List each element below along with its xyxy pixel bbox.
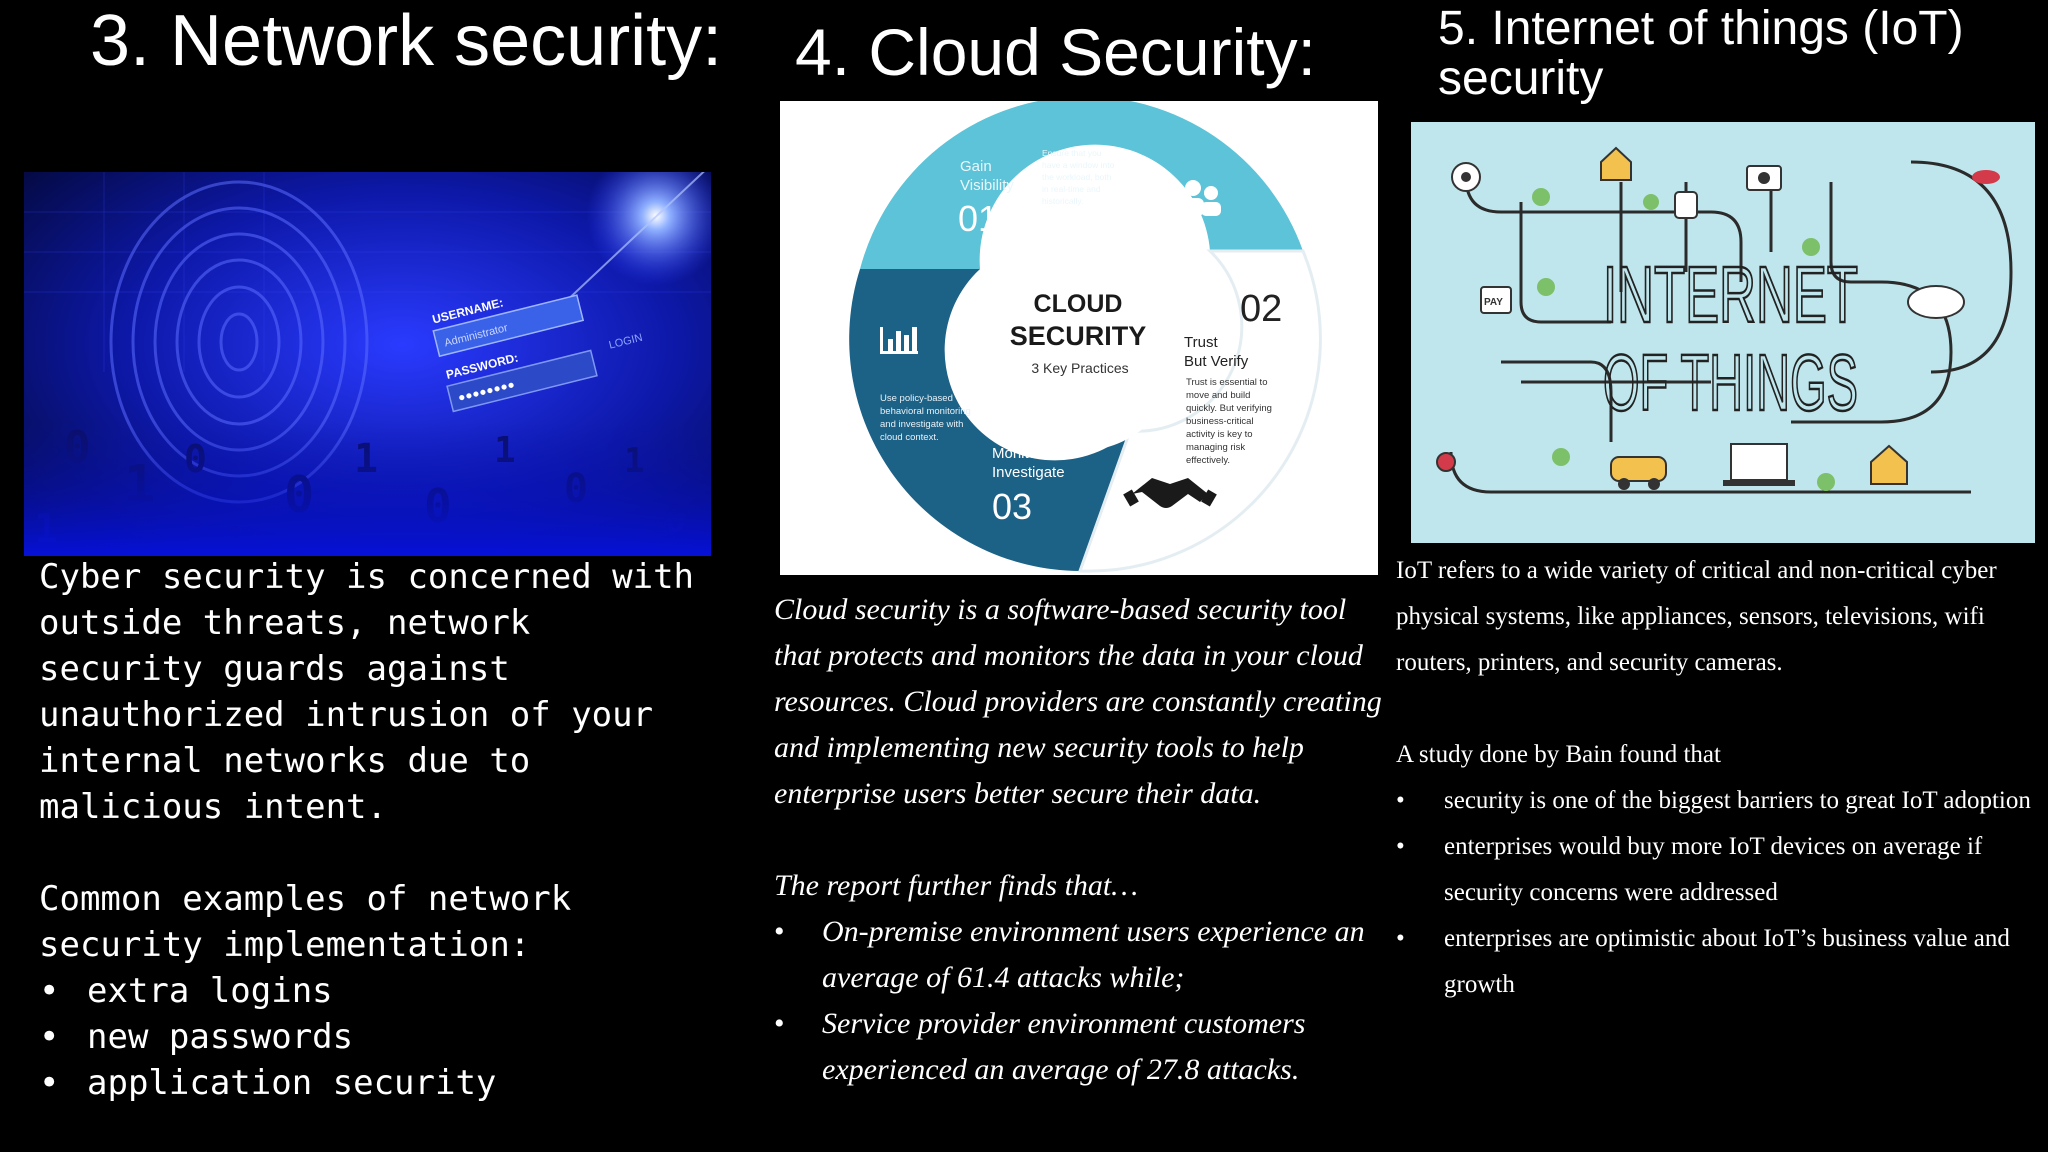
people-icon xyxy=(1165,180,1221,216)
s3-number: 03 xyxy=(992,486,1032,527)
list-item: application security xyxy=(39,1060,699,1106)
lips-icon xyxy=(1972,170,2000,184)
iot-list: security is one of the biggest barriers … xyxy=(1396,778,2044,1008)
cloud-center-title-1: CLOUD xyxy=(1034,290,1123,318)
s1-desc: have a window into xyxy=(1042,160,1115,170)
s1-number: 01 xyxy=(958,198,998,239)
list-item: enterprises would buy more IoT devices o… xyxy=(1396,824,2044,916)
s1-label-1: Gain xyxy=(960,158,992,175)
handshake-icon xyxy=(1123,478,1217,508)
cloud-icon xyxy=(1907,285,1965,319)
list-item: security is one of the biggest barriers … xyxy=(1396,778,2044,824)
iot-security-text: IoT refers to a wide variety of critical… xyxy=(1396,548,2044,1008)
s3-desc: and investigate with xyxy=(880,419,963,430)
list-item: On-premise environment users experience … xyxy=(774,909,1384,1001)
location-pin-icon xyxy=(1436,452,1456,472)
s1-desc: historically. xyxy=(1042,196,1083,206)
car-icon xyxy=(1610,456,1667,490)
s2-desc: business-critical xyxy=(1186,416,1254,427)
s1-label-2: Visibility xyxy=(960,177,1014,194)
s2-desc: managing risk xyxy=(1186,442,1245,453)
bar-chart-icon xyxy=(880,327,918,354)
house-icon xyxy=(1870,444,1908,485)
s2-label-2: But Verify xyxy=(1184,353,1249,370)
s2-number: 02 xyxy=(1240,288,1282,330)
cloud-security-title: 4. Cloud Security: xyxy=(795,15,1316,89)
cloud-paragraph: Cloud security is a software-based secur… xyxy=(774,593,1382,810)
network-security-image: USERNAME: Administrator PASSWORD: ●●●●●●… xyxy=(24,172,711,556)
list-item: extra logins xyxy=(39,968,699,1014)
list-item: enterprises are optimistic about IoT’s b… xyxy=(1396,916,2044,1008)
s2-label-1: Trust xyxy=(1184,334,1218,351)
s3-label-2: Investigate xyxy=(992,464,1065,481)
network-list: extra logins new passwords application s… xyxy=(39,968,699,1106)
iot-list-intro: A study done by Bain found that xyxy=(1396,741,1721,768)
list-item: new passwords xyxy=(39,1014,699,1060)
iot-image-line1: INTERNET xyxy=(1603,250,1858,339)
house-icon xyxy=(1600,146,1632,181)
watch-icon xyxy=(1674,191,1698,219)
s2-desc: activity is key to xyxy=(1186,429,1253,440)
cloud-center-subtitle: 3 Key Practices xyxy=(1031,360,1128,376)
iot-paragraph: IoT refers to a wide variety of critical… xyxy=(1396,557,1997,676)
s2-desc: move and build xyxy=(1186,390,1250,401)
s1-desc: the workload, both xyxy=(1042,172,1112,182)
network-security-title: 3. Network security: xyxy=(90,1,723,81)
s3-desc: cloud context. xyxy=(880,432,939,443)
tree-icon xyxy=(1532,188,1835,491)
s2-desc: Trust is essential to xyxy=(1186,377,1267,388)
network-security-text: Cyber security is concerned with outside… xyxy=(39,554,699,1106)
network-paragraph: Cyber security is concerned with outside… xyxy=(39,557,695,827)
cloud-center-title-2: SECURITY xyxy=(1010,321,1147,351)
iot-image-line2: OF THINGS xyxy=(1603,338,1858,427)
camera-icon xyxy=(1746,165,1782,191)
s3-desc: behavioral monitoring xyxy=(880,406,971,417)
s3-desc: Use policy-based xyxy=(880,393,953,404)
cloud-list-intro: The report further finds that… xyxy=(774,869,1138,902)
cloud-list: On-premise environment users experience … xyxy=(774,909,1384,1093)
cloud-security-text: Cloud security is a software-based secur… xyxy=(774,587,1384,1093)
pay-terminal-icon: PAY xyxy=(1480,286,1512,314)
cloud-security-diagram: CLOUD SECURITY 3 Key Practices Gain Visi… xyxy=(780,101,1378,575)
s1-desc: in real-time and xyxy=(1042,184,1101,194)
network-list-intro: Common examples of network security impl… xyxy=(39,879,572,965)
list-item: Service provider environment customers e… xyxy=(774,1001,1384,1093)
s3-label-1: Monitor & xyxy=(992,445,1056,462)
pay-label: PAY xyxy=(1484,297,1503,308)
s2-desc: effectively. xyxy=(1186,455,1230,466)
laptop-icon xyxy=(1723,443,1795,486)
s2-desc: quickly. But verifying xyxy=(1186,403,1272,414)
s1-desc: Ensure that you xyxy=(1042,148,1102,158)
iot-security-title: 5. Internet of things (IoT) security xyxy=(1438,2,1964,106)
target-icon xyxy=(1451,162,1481,192)
iot-image: INTERNET OF THINGS PAY xyxy=(1411,122,2035,543)
